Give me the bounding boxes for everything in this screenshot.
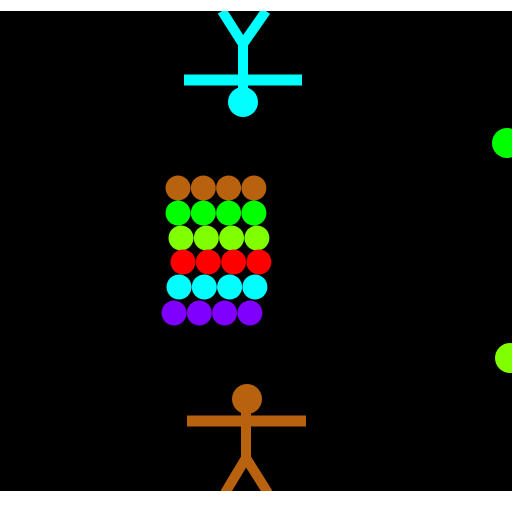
ball-icon bbox=[190, 175, 216, 201]
side-ball-top bbox=[492, 128, 512, 158]
ball-icon bbox=[170, 249, 196, 275]
ball-icon bbox=[246, 249, 272, 275]
ball-icon bbox=[221, 249, 247, 275]
ball-icon bbox=[186, 300, 212, 326]
ball-icon bbox=[191, 274, 217, 300]
ball-icon bbox=[237, 300, 263, 326]
ball-icon bbox=[242, 274, 268, 300]
ball-icon bbox=[195, 249, 221, 275]
ball-icon bbox=[216, 175, 242, 201]
ball-icon bbox=[190, 200, 216, 226]
ball-icon bbox=[244, 225, 270, 251]
ball-grid bbox=[161, 175, 272, 326]
opponent-stick-figure-icon bbox=[184, 11, 302, 117]
playfield bbox=[0, 11, 512, 491]
ball-icon bbox=[193, 225, 219, 251]
ball-icon bbox=[241, 200, 267, 226]
ball-icon bbox=[217, 274, 243, 300]
ball-icon bbox=[168, 225, 194, 251]
ball-icon bbox=[212, 300, 238, 326]
ball-icon bbox=[219, 225, 245, 251]
player-stick-figure-icon[interactable] bbox=[187, 384, 306, 491]
ball-icon bbox=[161, 300, 187, 326]
ball-icon bbox=[241, 175, 267, 201]
ball-icon bbox=[216, 200, 242, 226]
ball-icon bbox=[165, 175, 191, 201]
ball-icon bbox=[165, 200, 191, 226]
ball-icon bbox=[166, 274, 192, 300]
side-ball-bottom bbox=[495, 343, 512, 373]
game-canvas bbox=[161, 11, 512, 491]
